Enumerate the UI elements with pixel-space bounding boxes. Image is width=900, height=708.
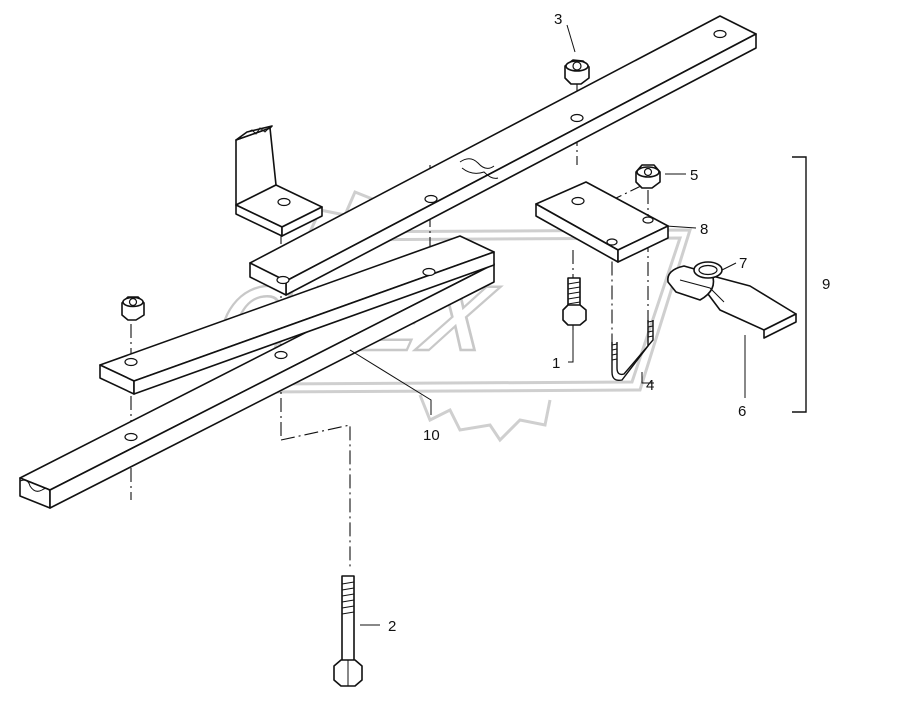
upper-frame-bar (249, 15, 757, 296)
callout-2: 2 (388, 618, 396, 635)
callouts: 3 5 8 7 9 6 1 4 10 2 (388, 11, 830, 635)
bolt-1 (562, 277, 587, 326)
leader-lines (349, 24, 807, 626)
callout-6: 6 (738, 403, 746, 420)
clamp-plate (535, 181, 669, 263)
base-plate (99, 235, 495, 395)
callout-1: 1 (552, 355, 560, 372)
callout-9: 9 (822, 276, 830, 293)
angle-bracket (235, 125, 323, 237)
nut-3 (564, 59, 590, 85)
strap-assembly (667, 261, 797, 339)
callout-4: 4 (646, 377, 654, 394)
callout-3: 3 (554, 11, 562, 28)
nut-left (121, 296, 145, 321)
callout-5: 5 (690, 167, 698, 184)
bolt-2 (333, 575, 363, 687)
u-bolt-4 (611, 320, 654, 382)
callout-8: 8 (700, 221, 708, 238)
nut-5 (635, 164, 661, 189)
callout-7: 7 (739, 255, 747, 272)
callout-10: 10 (423, 427, 440, 444)
